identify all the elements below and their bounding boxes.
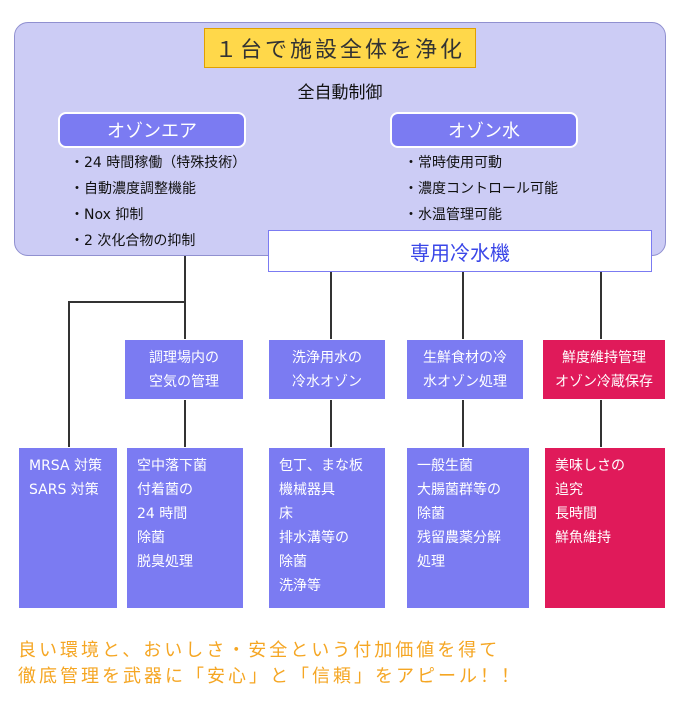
ozone-water-label: オゾン水 (390, 112, 578, 148)
box-line: 鮮魚維持 (555, 530, 611, 546)
box-line: 生鮮食材の冷 (423, 350, 507, 366)
ozone-water-features: ・常時使用可動 ・濃度コントロール可能 ・水温管理可能 (404, 150, 614, 228)
connector-line (184, 256, 186, 302)
feature-item: ・濃度コントロール可能 (404, 181, 558, 197)
title: １台で施設全体を浄化 (204, 28, 476, 68)
bottom-box-freshness: 美味しさの 追究 長時間 鮮魚維持 (544, 447, 666, 609)
box-line: 冷水オゾン (292, 374, 362, 390)
footer-line: 徹底管理を武器に「安心」と「信頼」をアピール！！ (18, 666, 522, 687)
box-line: 残留農薬分解 (417, 530, 501, 546)
connector-line (462, 400, 464, 447)
feature-item: ・水温管理可能 (404, 207, 502, 223)
box-line: 除菌 (137, 530, 165, 546)
connector-line (462, 272, 464, 339)
connector-line (330, 272, 332, 339)
box-line: 包丁、まな板 (279, 458, 363, 474)
connector-line (330, 400, 332, 447)
box-line: 水オゾン処理 (423, 374, 507, 390)
box-line: オゾン冷蔵保存 (555, 374, 653, 390)
ozone-air-features: ・24 時間稼働（特殊技術） ・自動濃度調整機能 ・Nox 抑制 ・2 次化合物… (70, 150, 280, 254)
mid-box-freshness: 鮮度維持管理 オゾン冷蔵保存 (542, 339, 666, 400)
feature-item: ・2 次化合物の抑制 (70, 233, 196, 249)
box-line: 美味しさの (555, 458, 625, 474)
box-line: 24 時間 (137, 506, 188, 522)
connector-line (600, 272, 602, 339)
footer-message: 良い環境と、おいしさ・安全という付加価値を得て 徹底管理を武器に「安心」と「信頼… (18, 638, 658, 690)
subtitle: 全自動制御 (297, 83, 383, 103)
bottom-box-air-bacteria: 空中落下菌 付着菌の 24 時間 除菌 脱臭処理 (126, 447, 244, 609)
box-line: 空中落下菌 (137, 458, 207, 474)
box-line: SARS 対策 (29, 482, 99, 498)
box-line: 処理 (417, 554, 445, 570)
box-line: 洗浄等 (279, 578, 321, 594)
feature-item: ・Nox 抑制 (70, 207, 144, 223)
box-line: 調理場内の (149, 350, 219, 366)
feature-item: ・24 時間稼働（特殊技術） (70, 155, 247, 171)
connector-line (600, 400, 602, 447)
footer-line: 良い環境と、おいしさ・安全という付加価値を得て (18, 640, 501, 661)
connector-line (68, 301, 186, 303)
box-line: 鮮度維持管理 (562, 350, 646, 366)
box-line: 一般生菌 (417, 458, 473, 474)
connector-line (184, 400, 186, 447)
box-line: 脱臭処理 (137, 554, 193, 570)
connector-line (184, 301, 186, 339)
mid-box-wash-water: 洗浄用水の 冷水オゾン (268, 339, 386, 400)
bottom-box-utensils: 包丁、まな板 機械器具 床 排水溝等の 除菌 洗浄等 (268, 447, 386, 609)
box-line: 床 (279, 506, 293, 522)
box-line: 除菌 (417, 506, 445, 522)
box-line: 除菌 (279, 554, 307, 570)
box-line: 洗浄用水の (292, 350, 362, 366)
connector-line (68, 301, 70, 447)
box-line: 付着菌の (137, 482, 193, 498)
feature-item: ・自動濃度調整機能 (70, 181, 196, 197)
mid-box-fresh-food: 生鮮食材の冷 水オゾン処理 (406, 339, 524, 400)
box-line: MRSA 対策 (29, 458, 102, 474)
mid-box-air: 調理場内の 空気の管理 (124, 339, 244, 400)
bottom-box-mrsa: MRSA 対策 SARS 対策 (18, 447, 118, 609)
ozone-air-label: オゾンエア (58, 112, 246, 148)
box-line: 排水溝等の (279, 530, 349, 546)
box-line: 大腸菌群等の (417, 482, 501, 498)
box-line: 機械器具 (279, 482, 335, 498)
feature-item: ・常時使用可動 (404, 155, 502, 171)
box-line: 追究 (555, 482, 583, 498)
box-line: 長時間 (555, 506, 597, 522)
box-line: 空気の管理 (149, 374, 219, 390)
chiller-box: 専用冷水機 (268, 230, 652, 272)
bottom-box-food-bacteria: 一般生菌 大腸菌群等の 除菌 残留農薬分解 処理 (406, 447, 530, 609)
